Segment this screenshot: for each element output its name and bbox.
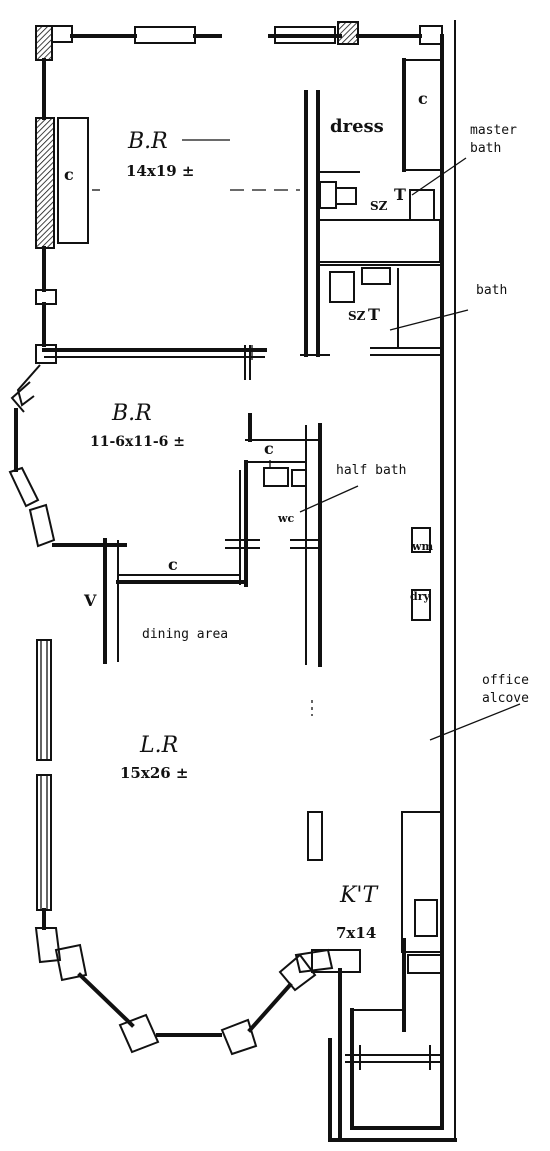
- outer-walls: [8, 20, 457, 1142]
- v-mark: V: [83, 591, 97, 610]
- bath-label: bath: [476, 283, 507, 298]
- bedroom-1-size: 14x19 ±: [126, 162, 194, 180]
- kitchen-size: 7x14: [336, 924, 376, 942]
- closet-mark-dress: c: [418, 89, 428, 108]
- wm-mark: wm: [411, 540, 433, 553]
- bedroom-1-name: B.R: [127, 129, 168, 154]
- dining-area-label: dining area: [142, 627, 228, 642]
- living-room-size: 15x26 ±: [120, 764, 188, 782]
- living-room-name: L.R: [139, 733, 178, 758]
- dry-mark: dry: [410, 590, 430, 603]
- office-alcove-label-line-2: alcove: [482, 691, 529, 706]
- closet-mark-dining: c: [168, 555, 178, 574]
- tub-mark-master: T: [394, 185, 406, 204]
- interior-walls: [42, 58, 443, 861]
- closet-mark-br2: c: [264, 439, 274, 458]
- kitchen-name: K'T: [339, 883, 379, 908]
- sink-mark-bath: SZ: [348, 309, 366, 323]
- master-bath-label-line-2: bath: [470, 141, 501, 156]
- office-alcove-label-line-1: office: [482, 673, 529, 688]
- closet-mark-br1: c: [64, 165, 74, 184]
- bedroom-2-size: 11-6x11-6 ±: [90, 434, 185, 450]
- master-bath-label-line-1: master: [470, 123, 517, 138]
- leader-lines: [299, 157, 521, 741]
- sink-mark-master: SZ: [370, 199, 388, 213]
- tub-mark-bath: T: [368, 305, 380, 324]
- wc-mark: wc: [277, 512, 294, 525]
- bedroom-2-name: B.R: [111, 401, 152, 426]
- half-bath-label: half bath: [336, 463, 406, 478]
- dress-label: dress: [330, 116, 384, 137]
